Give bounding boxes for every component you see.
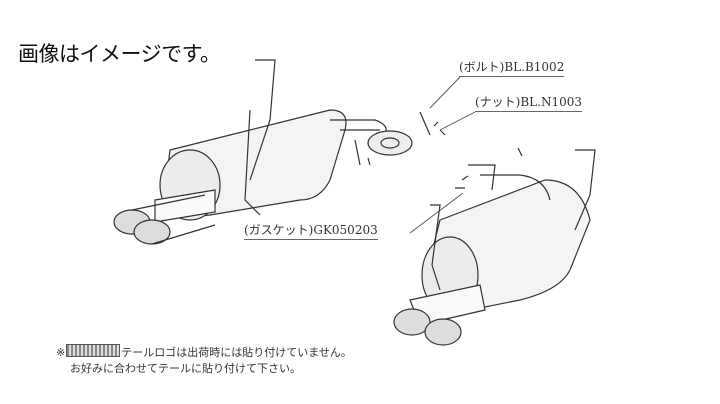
note-line-1: ※ テールロゴは出荷時には貼り付けていません。 — [56, 344, 352, 360]
page-title: 画像はイメージです。 — [18, 42, 221, 66]
note-mark: ※ — [56, 346, 66, 359]
note-line-2: お好みに合わせてテールに貼り付けて下さい。 — [70, 362, 301, 375]
right-muffler — [393, 147, 596, 346]
flange-gasket — [354, 111, 446, 166]
nut-part-label: (ナット)BL.N1003 — [475, 93, 583, 112]
bolt-part-label: (ボルト)BL.B1002 — [459, 58, 565, 77]
gasket-part-label: (ガスケット)GK050203 — [244, 221, 378, 240]
left-muffler — [113, 59, 387, 245]
leader-lines — [409, 76, 476, 234]
note-text-1: テールロゴは出荷時には貼り付けていません。 — [121, 346, 352, 359]
brand-logo-icon — [66, 344, 121, 357]
